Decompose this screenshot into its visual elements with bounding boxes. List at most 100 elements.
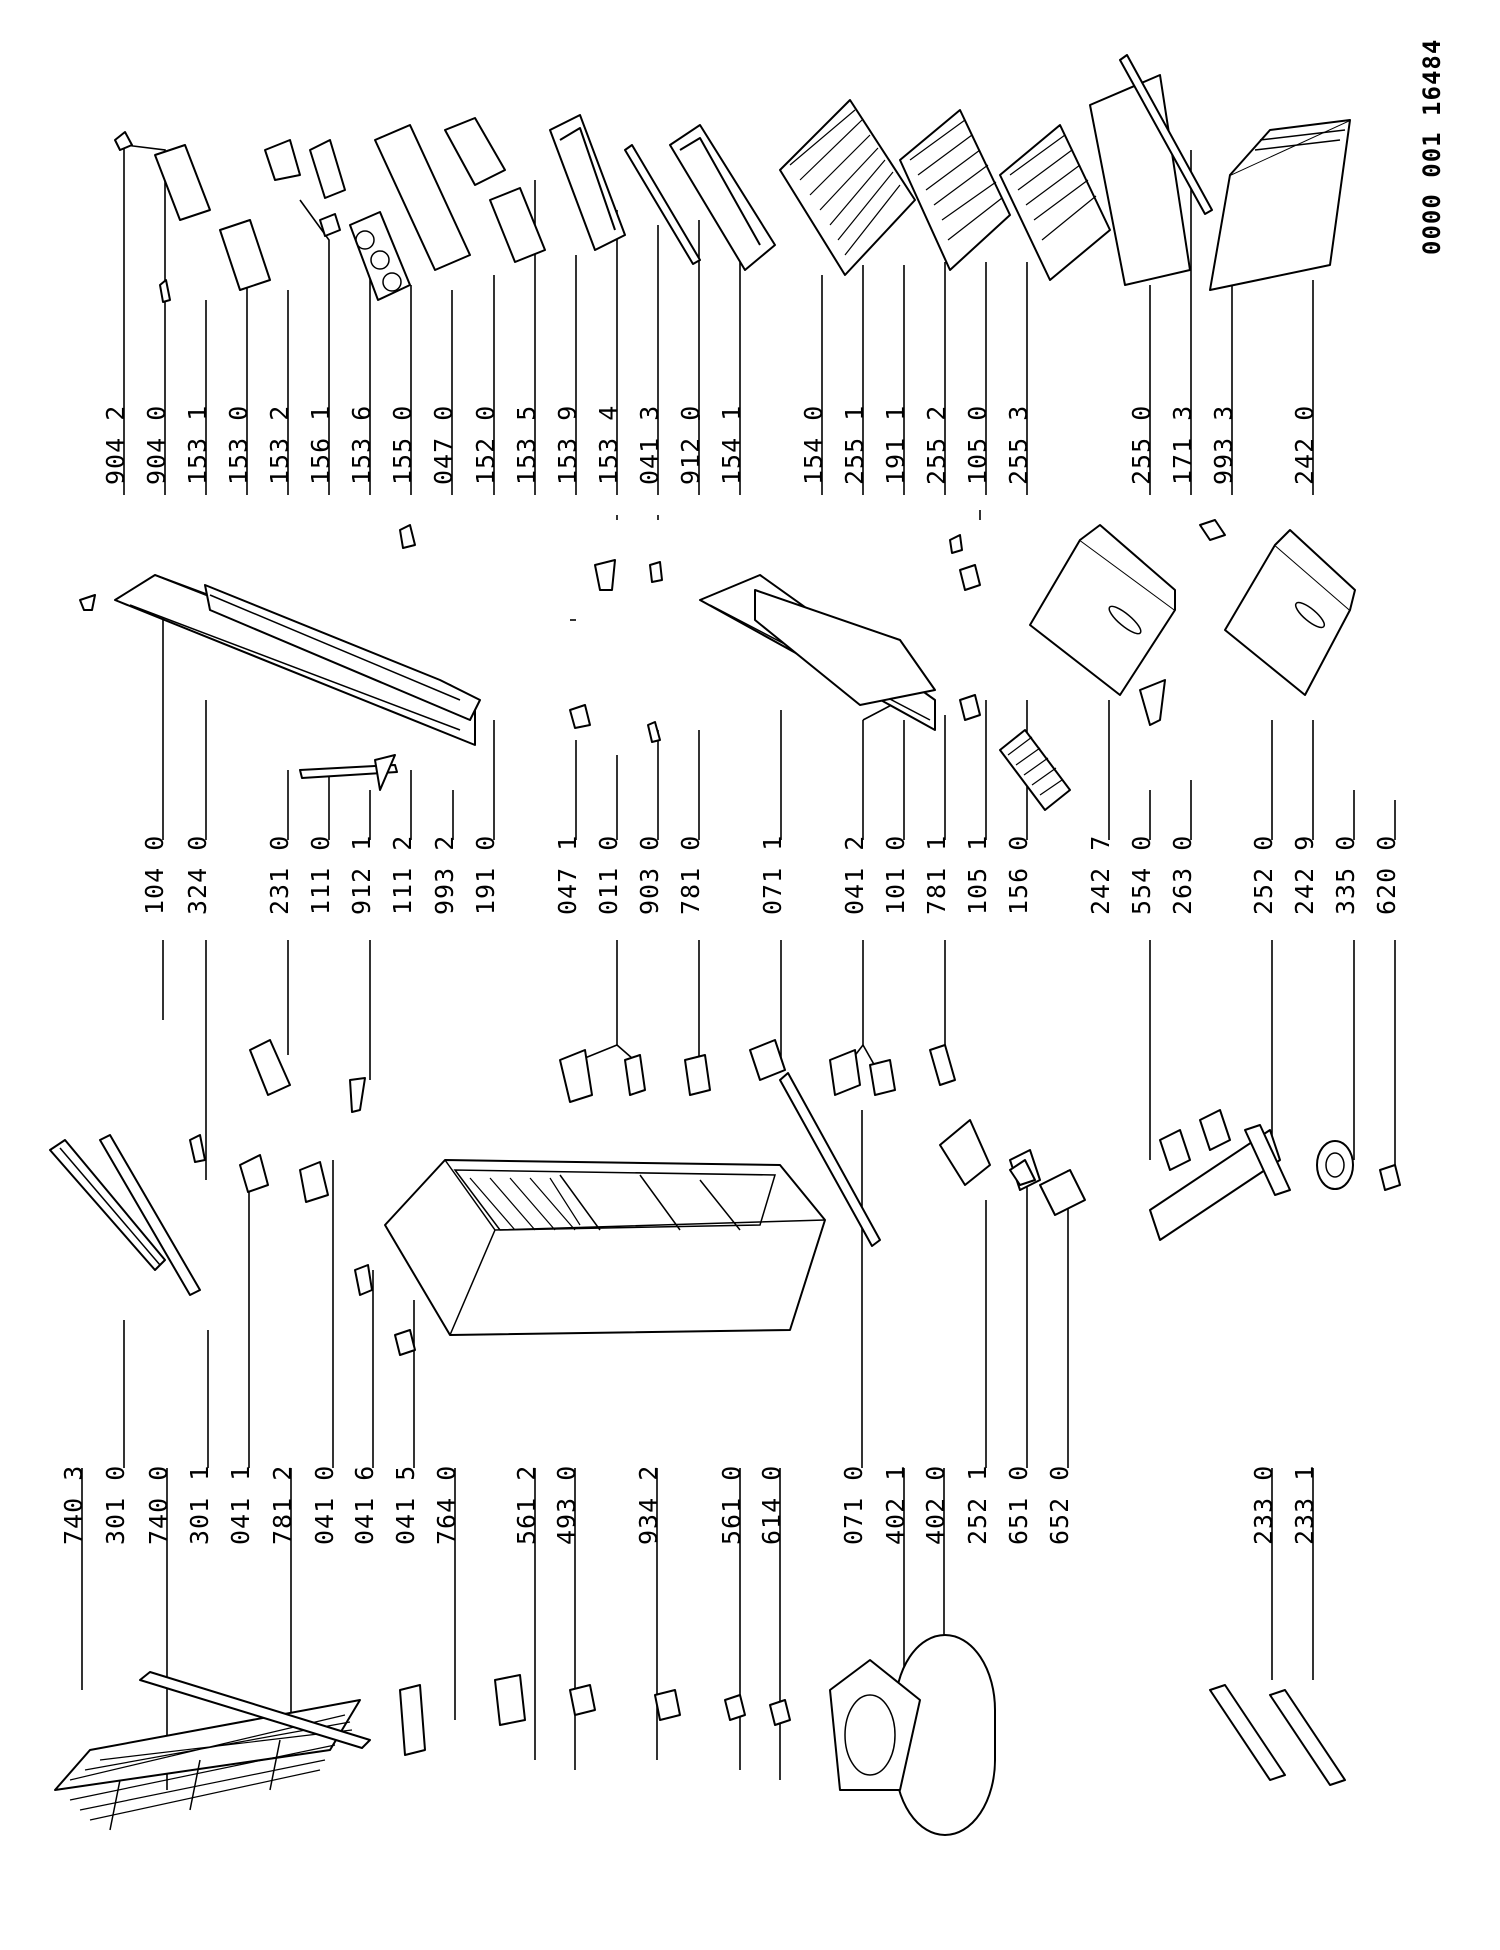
label-column-middle: 104 0 324 0 231 0 111 0 912 1 111 2 993 … (140, 835, 1401, 915)
part-number-label: 255 1 (840, 405, 869, 485)
part-top-trim (49, 1134, 201, 1296)
part-number-label: 191 0 (471, 835, 500, 915)
part-number-label: 912 0 (676, 405, 705, 485)
part-number-label: 104 0 (140, 835, 169, 915)
part-number-label: 041 0 (310, 1465, 339, 1545)
part-number-label: 011 0 (594, 835, 623, 915)
part-number-label: 047 0 (429, 405, 458, 485)
part-number-label: 993 3 (1209, 405, 1238, 485)
part-number-label: 071 1 (758, 835, 787, 915)
part-crisper-drawer (1209, 119, 1351, 291)
part-shelf-trim (1119, 54, 1213, 215)
part-cabinet (384, 1159, 826, 1336)
part-number-label: 493 0 (552, 1465, 581, 1545)
part-small-parts-middle (79, 519, 1226, 791)
leader-lines (81, 140, 1396, 1790)
part-number-label: 301 1 (185, 1465, 214, 1545)
part-number-label: 740 0 (144, 1465, 173, 1545)
part-number-label: 903 0 (635, 835, 664, 915)
part-dairy-box (154, 144, 271, 291)
part-number-label: 155 0 (388, 405, 417, 485)
part-small-parts-upper (114, 131, 346, 303)
part-number-label: 153 5 (512, 405, 541, 485)
part-freezer-drawer-lower (1224, 529, 1356, 696)
part-number-label: 041 5 (391, 1465, 420, 1545)
part-number-label: 105 0 (963, 405, 992, 485)
part-number-label: 912 1 (347, 835, 376, 915)
label-column-right: 904 2 904 0 153 1 153 0 153 2 156 1 153 … (101, 405, 1319, 485)
part-number-label: 620 0 (1372, 835, 1401, 915)
part-number-label: 554 0 (1127, 835, 1156, 915)
part-number-label: 561 0 (717, 1465, 746, 1545)
part-number-label: 041 6 (350, 1465, 379, 1545)
part-number-label: 402 0 (921, 1465, 950, 1545)
part-compressor (894, 1634, 996, 1836)
part-knob (1316, 1140, 1354, 1190)
part-compressor-base (829, 1659, 921, 1791)
part-number-label: 041 1 (226, 1465, 255, 1545)
part-number-label: 101 0 (881, 835, 910, 915)
part-number-label: 153 9 (553, 405, 582, 485)
part-number-label: 105 1 (963, 835, 992, 915)
part-number-label: 255 3 (1004, 405, 1033, 485)
part-wire-shelf-middle (899, 109, 1011, 271)
part-number-label: 071 0 (839, 1465, 868, 1545)
part-door-rail (624, 144, 701, 265)
part-number-label: 153 1 (183, 405, 212, 485)
part-number-label: 402 1 (881, 1465, 910, 1545)
part-number-label: 154 0 (799, 405, 828, 485)
part-number-label: 154 1 (717, 405, 746, 485)
part-number-label: 153 2 (265, 405, 294, 485)
part-number-label: 255 0 (1127, 405, 1156, 485)
part-brackets-lower (139, 1671, 791, 1756)
part-number-label: 324 0 (183, 835, 212, 915)
part-wire-shelf-lower (999, 124, 1111, 281)
part-number-label: 111 2 (388, 835, 417, 915)
document-id: 0000 001 16484 (1418, 39, 1446, 255)
part-number-label: 614 0 (757, 1465, 786, 1545)
part-number-label: 904 2 (101, 405, 130, 485)
part-door-gasket-lower (754, 589, 936, 706)
part-egg-tray (349, 211, 411, 301)
part-number-label: 301 0 (101, 1465, 130, 1545)
part-number-label: 242 0 (1290, 405, 1319, 485)
part-number-label: 740 3 (59, 1465, 88, 1545)
part-drain-hoses (1209, 1684, 1346, 1786)
part-number-label: 242 7 (1086, 835, 1115, 915)
part-number-label: 041 2 (840, 835, 869, 915)
part-bottle-bin (444, 117, 546, 263)
part-door-upper (114, 574, 476, 746)
part-small-parts-left (189, 1039, 1401, 1356)
part-number-label: 263 0 (1168, 835, 1197, 915)
part-number-label: 152 0 (471, 405, 500, 485)
part-number-label: 764 0 (432, 1465, 461, 1545)
part-number-label: 191 1 (881, 405, 910, 485)
part-door-bin-large (669, 124, 776, 271)
part-number-label: 904 0 (142, 405, 171, 485)
part-number-label: 651 0 (1004, 1465, 1033, 1545)
part-number-label: 047 1 (553, 835, 582, 915)
part-number-label: 652 0 (1045, 1465, 1074, 1545)
part-number-label: 231 0 (265, 835, 294, 915)
part-number-label: 561 2 (512, 1465, 541, 1545)
part-number-label: 156 0 (1004, 835, 1033, 915)
part-wire-shelf-upper (779, 99, 916, 276)
part-number-label: 153 4 (594, 405, 623, 485)
part-butter-compartment (549, 114, 626, 251)
part-egg-bin (374, 124, 471, 271)
part-control-panel (1149, 1109, 1291, 1241)
part-number-label: 171 3 (1168, 405, 1197, 485)
part-number-label: 781 1 (922, 835, 951, 915)
part-number-label: 781 0 (676, 835, 705, 915)
part-freezer-drawer-upper (1029, 524, 1176, 696)
part-number-label: 242 9 (1290, 835, 1319, 915)
label-column-left: 740 3 301 0 740 0 301 1 041 1 781 2 041 … (59, 1465, 1319, 1545)
part-number-label: 993 2 (430, 835, 459, 915)
part-number-label: 233 1 (1290, 1465, 1319, 1545)
part-number-label: 153 6 (347, 405, 376, 485)
part-number-label: 934 2 (634, 1465, 663, 1545)
part-number-label: 233 0 (1249, 1465, 1278, 1545)
part-condenser (54, 1699, 361, 1831)
part-door-gasket-upper (204, 584, 481, 721)
